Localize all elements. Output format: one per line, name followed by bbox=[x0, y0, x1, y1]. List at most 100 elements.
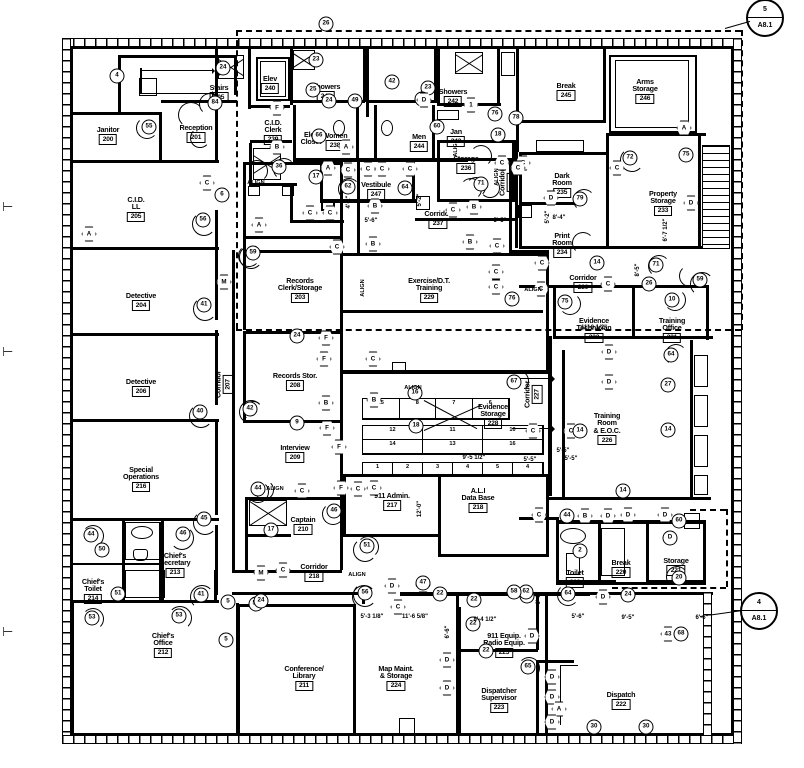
keynote-bubble[interactable]: 68 bbox=[673, 626, 689, 642]
keynote-bubble[interactable]: D bbox=[595, 589, 611, 605]
keynote-bubble[interactable]: 20 bbox=[671, 570, 687, 586]
door-print-room[interactable] bbox=[572, 232, 594, 254]
keynote-bubble[interactable]: C bbox=[489, 238, 505, 254]
keynote-bubble[interactable]: 60 bbox=[429, 119, 445, 135]
keynote-bubble[interactable]: 62 bbox=[340, 179, 356, 195]
keynote-bubble[interactable]: C bbox=[302, 205, 318, 221]
keynote-bubble[interactable]: 25 bbox=[305, 82, 321, 98]
keynote-bubble[interactable]: 65 bbox=[520, 659, 536, 675]
keynote-bubble[interactable]: 24 bbox=[321, 93, 337, 109]
keynote-bubble[interactable]: C bbox=[402, 161, 418, 177]
door-reception-2[interactable] bbox=[178, 102, 204, 128]
keynote-bubble[interactable]: 72 bbox=[622, 150, 638, 166]
keynote-bubble[interactable]: 24 bbox=[215, 60, 231, 76]
keynote-bubble[interactable]: 23 bbox=[308, 52, 324, 68]
keynote-bubble[interactable]: C bbox=[445, 202, 461, 218]
keynote-bubble[interactable]: M bbox=[216, 274, 232, 290]
keynote-bubble[interactable]: 76 bbox=[487, 106, 503, 122]
keynote-bubble[interactable]: 47 bbox=[415, 575, 431, 591]
keynote-bubble[interactable]: B bbox=[318, 395, 334, 411]
door-reception[interactable] bbox=[190, 128, 210, 148]
keynote-bubble[interactable]: 44 bbox=[250, 481, 266, 497]
keynote-bubble[interactable]: C bbox=[531, 507, 547, 523]
keynote-bubble[interactable]: C bbox=[350, 481, 366, 497]
keynote-bubble[interactable]: 17 bbox=[308, 169, 324, 185]
keynote-bubble[interactable]: A bbox=[81, 226, 97, 242]
detail-bubble-bottom-right[interactable]: 4 A8.1 bbox=[740, 592, 778, 630]
keynote-bubble[interactable]: 16 bbox=[407, 385, 423, 401]
keynote-bubble[interactable]: C bbox=[494, 155, 510, 171]
keynote-bubble[interactable]: 44 bbox=[83, 527, 99, 543]
door-corridor-238[interactable] bbox=[480, 178, 500, 198]
keynote-bubble[interactable]: F bbox=[331, 439, 347, 455]
door-specops-216[interactable] bbox=[193, 511, 217, 535]
keynote-bubble[interactable]: D bbox=[683, 195, 699, 211]
keynote-bubble[interactable]: C bbox=[525, 423, 541, 439]
keynote-bubble[interactable]: 59 bbox=[692, 272, 708, 288]
keynote-bubble[interactable]: 5 bbox=[218, 632, 234, 648]
door-storage-221[interactable] bbox=[666, 566, 688, 588]
keynote-bubble[interactable]: D bbox=[601, 374, 617, 390]
keynote-bubble[interactable]: A bbox=[338, 139, 354, 155]
keynote-bubble[interactable]: 64 bbox=[397, 180, 413, 196]
keynote-bubble[interactable]: C bbox=[510, 160, 526, 176]
door-records-208[interactable] bbox=[239, 400, 263, 424]
keynote-bubble[interactable]: 22 bbox=[432, 586, 448, 602]
keynote-bubble[interactable]: 64 bbox=[663, 347, 679, 363]
keynote-bubble[interactable]: 41 bbox=[196, 297, 212, 313]
door-chief-office[interactable] bbox=[168, 606, 192, 630]
keynote-bubble[interactable]: 18 bbox=[490, 127, 506, 143]
keynote-bubble[interactable]: 46 bbox=[175, 526, 191, 542]
keynote-bubble[interactable]: 14 bbox=[572, 423, 588, 439]
keynote-bubble[interactable]: C bbox=[366, 480, 382, 496]
keynote-bubble[interactable]: 22 bbox=[465, 616, 481, 632]
keynote-bubble[interactable]: B bbox=[367, 198, 383, 214]
keynote-bubble[interactable]: D bbox=[544, 714, 560, 730]
keynote-bubble[interactable]: F bbox=[269, 100, 285, 116]
door-elec-closet[interactable] bbox=[246, 160, 268, 182]
keynote-bubble[interactable]: 26 bbox=[318, 16, 334, 32]
keynote-bubble[interactable]: M bbox=[253, 565, 269, 581]
keynote-bubble[interactable]: C bbox=[488, 279, 504, 295]
door-captain-c[interactable] bbox=[322, 503, 344, 525]
keynote-bubble[interactable]: B bbox=[269, 139, 285, 155]
keynote-bubble[interactable]: C bbox=[199, 175, 215, 191]
keynote-bubble[interactable]: C bbox=[329, 239, 345, 255]
keynote-bubble[interactable]: 22 bbox=[466, 592, 482, 608]
keynote-bubble[interactable]: 51 bbox=[359, 538, 375, 554]
door-det-206[interactable] bbox=[189, 404, 213, 428]
door-det-204[interactable] bbox=[193, 297, 217, 321]
keynote-bubble[interactable]: C bbox=[374, 161, 390, 177]
keynote-bubble[interactable]: 53 bbox=[171, 608, 187, 624]
door-dispatcher-sup[interactable] bbox=[518, 657, 540, 679]
keynote-bubble[interactable]: 36 bbox=[271, 159, 287, 175]
keynote-bubble[interactable]: 26 bbox=[641, 276, 657, 292]
keynote-bubble[interactable]: D bbox=[544, 689, 560, 705]
keynote-bubble[interactable]: B bbox=[466, 199, 482, 215]
keynote-bubble[interactable]: 30 bbox=[638, 719, 654, 735]
keynote-bubble[interactable]: 58 bbox=[506, 584, 522, 600]
keynote-bubble[interactable]: A bbox=[251, 217, 267, 233]
keynote-bubble[interactable]: 84 bbox=[207, 95, 223, 111]
keynote-bubble[interactable]: C bbox=[390, 599, 406, 615]
keynote-bubble[interactable]: 40 bbox=[192, 404, 208, 420]
keynote-bubble[interactable]: 24 bbox=[620, 587, 636, 603]
door-chief-toilet-2[interactable] bbox=[82, 608, 104, 630]
keynote-bubble[interactable]: 5 bbox=[220, 594, 236, 610]
keynote-bubble[interactable]: 79 bbox=[572, 191, 588, 207]
keynote-bubble[interactable]: 41 bbox=[193, 587, 209, 603]
keynote-bubble[interactable]: 55 bbox=[141, 119, 157, 135]
keynote-bubble[interactable]: 44 bbox=[559, 508, 575, 524]
keynote-bubble[interactable]: 51 bbox=[110, 586, 126, 602]
keynote-bubble[interactable]: 71 bbox=[648, 257, 664, 273]
door-vestibule-2[interactable] bbox=[338, 178, 360, 200]
keynote-bubble[interactable]: 30 bbox=[586, 719, 602, 735]
keynote-bubble[interactable]: 71 bbox=[473, 176, 489, 192]
keynote-bubble[interactable]: B bbox=[366, 392, 382, 408]
keynote-bubble[interactable]: B bbox=[462, 234, 478, 250]
door-chief-sec-2[interactable] bbox=[190, 585, 214, 609]
keynote-bubble[interactable]: C bbox=[609, 160, 625, 176]
keynote-bubble[interactable]: D bbox=[543, 190, 559, 206]
keynote-bubble[interactable]: 59 bbox=[245, 245, 261, 261]
keynote-bubble[interactable]: 56 bbox=[195, 212, 211, 228]
